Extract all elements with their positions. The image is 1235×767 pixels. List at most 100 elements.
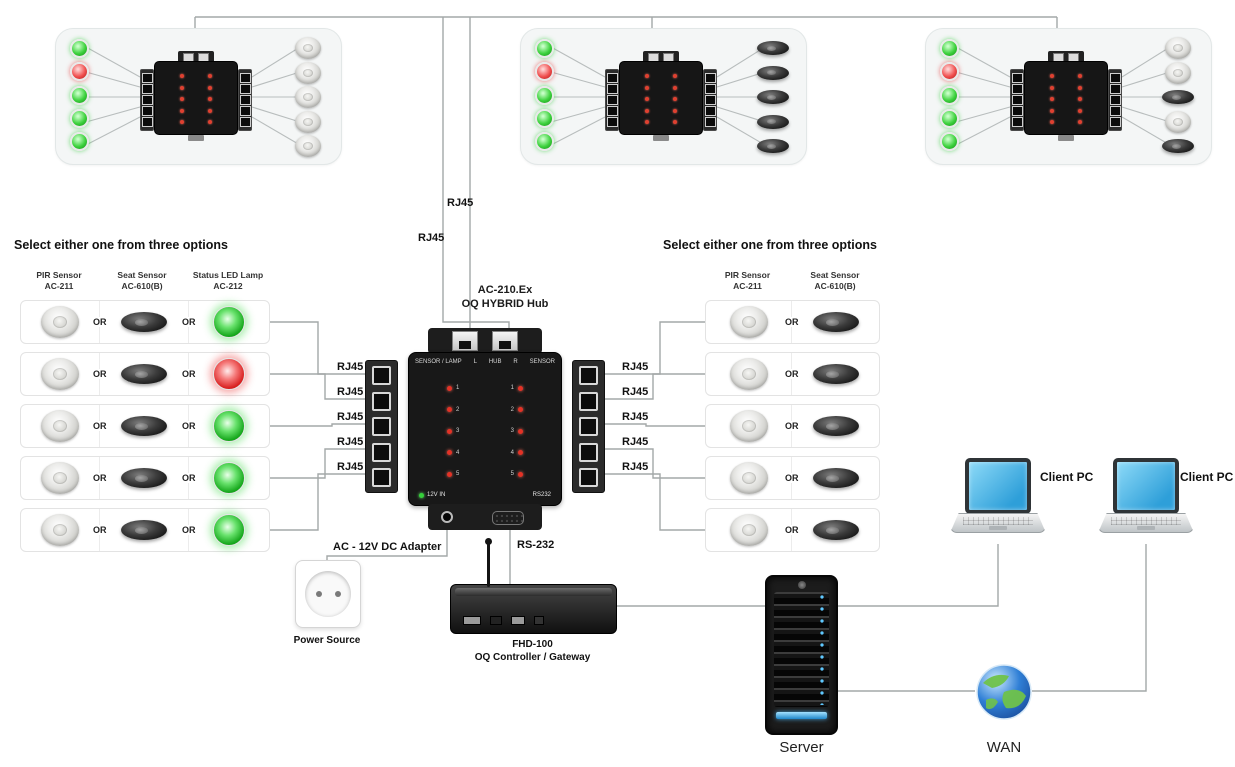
right-option-row: OR bbox=[705, 352, 880, 396]
seat-sensor-icon bbox=[812, 416, 859, 436]
server-label: Server bbox=[779, 739, 824, 756]
status-led bbox=[535, 132, 554, 151]
rj45-port-icon bbox=[492, 331, 518, 351]
hub-channel-leds-left: 1 2 3 4 5 bbox=[447, 385, 459, 477]
status-led bbox=[535, 62, 554, 82]
pir-sensor-icon bbox=[729, 306, 768, 338]
rj45-label: RJ45 bbox=[622, 386, 649, 398]
rj45-port-icon bbox=[452, 331, 478, 351]
rj45-jack bbox=[372, 468, 391, 487]
laptop-keyboard bbox=[950, 513, 1046, 533]
seat-sensor-icon bbox=[812, 364, 859, 384]
or-label: OR bbox=[180, 525, 198, 535]
right-option-row: OR bbox=[705, 404, 880, 448]
laptop-screen bbox=[1113, 458, 1179, 514]
led-dot bbox=[518, 407, 523, 412]
rj45-jack bbox=[579, 468, 598, 487]
seat-sensor-icon bbox=[121, 416, 167, 436]
pir-sensor-icon bbox=[729, 462, 768, 494]
client-pc-label: Client PC bbox=[1180, 470, 1234, 484]
led-dot bbox=[447, 428, 452, 434]
hub-device-icon bbox=[1010, 51, 1122, 141]
rj45-strip bbox=[140, 69, 154, 131]
sensor-icon bbox=[295, 37, 321, 59]
panel-wiring bbox=[85, 46, 301, 146]
status-led bbox=[940, 39, 959, 58]
server-icon bbox=[765, 575, 838, 735]
rj45-jack bbox=[579, 366, 598, 385]
rj45-jack bbox=[372, 417, 391, 436]
sensor-icon bbox=[295, 61, 321, 84]
led-dot bbox=[518, 428, 523, 434]
or-label: OR bbox=[91, 421, 109, 431]
or-label: OR bbox=[783, 369, 801, 379]
or-label: OR bbox=[91, 317, 109, 327]
sensor-icon bbox=[1162, 139, 1194, 153]
status-led bbox=[535, 108, 554, 128]
pir-sensor-icon bbox=[729, 514, 768, 546]
hub-channel-leds-right: 1 2 3 4 5 bbox=[511, 385, 523, 477]
power-source-label: Power Source bbox=[293, 635, 361, 646]
or-label: OR bbox=[91, 369, 109, 379]
panel-sensor-column bbox=[755, 36, 791, 158]
server-leds bbox=[820, 594, 824, 705]
left-option-row: OR OR bbox=[20, 456, 270, 500]
seat-sensor-icon bbox=[121, 364, 167, 384]
room-panel-3 bbox=[925, 28, 1212, 165]
or-label: OR bbox=[180, 473, 198, 483]
pir-sensor-icon bbox=[729, 410, 768, 442]
rj45-label: RJ45 bbox=[622, 411, 649, 423]
or-label: OR bbox=[180, 421, 198, 431]
rj45-jack bbox=[579, 442, 598, 462]
led-dots bbox=[208, 74, 213, 124]
server-emblem bbox=[797, 581, 806, 589]
sensor-icon bbox=[295, 110, 321, 133]
hub-left-jack-strip bbox=[365, 360, 398, 493]
led-dots bbox=[644, 74, 649, 124]
adapter-label: AC - 12V DC Adapter bbox=[333, 541, 442, 553]
panel-led-column bbox=[940, 39, 959, 151]
rj45-strip bbox=[1108, 69, 1122, 131]
seat-sensor-icon bbox=[812, 312, 859, 332]
client-pc-icon bbox=[1098, 458, 1194, 544]
wan-label: WAN bbox=[986, 739, 1022, 756]
led-dots bbox=[1078, 74, 1083, 124]
rj45-label: RJ45 bbox=[622, 361, 649, 373]
status-led-lamp-icon bbox=[213, 410, 245, 442]
rj45-strip bbox=[238, 69, 252, 131]
rj45-label: RJ45 bbox=[337, 386, 364, 398]
rj45-strip bbox=[703, 69, 717, 131]
sensor-icon bbox=[757, 65, 789, 80]
seat-sensor-icon bbox=[812, 520, 859, 540]
room-panel-1 bbox=[55, 28, 342, 165]
or-label: OR bbox=[783, 473, 801, 483]
status-led bbox=[940, 85, 959, 105]
status-led-lamp-icon bbox=[213, 514, 245, 546]
rj45-jack bbox=[579, 417, 598, 436]
rj45-label: RJ45 bbox=[418, 232, 445, 244]
rj45-jack bbox=[579, 391, 598, 411]
or-label: OR bbox=[91, 473, 109, 483]
seat-sensor-icon bbox=[121, 520, 167, 540]
gateway-ports bbox=[463, 616, 544, 625]
panel-led-column bbox=[70, 39, 89, 151]
room-panel-2 bbox=[520, 28, 807, 165]
server-ribs bbox=[774, 592, 829, 707]
status-led-lamp-icon bbox=[213, 462, 245, 494]
or-label: OR bbox=[180, 369, 198, 379]
led-dots bbox=[1049, 74, 1054, 124]
pir-sensor-icon bbox=[41, 462, 79, 494]
power-led bbox=[419, 492, 424, 498]
pir-sensor-icon bbox=[41, 306, 79, 338]
sensor-icon bbox=[757, 90, 789, 104]
rj45-strip bbox=[1010, 69, 1024, 131]
or-label: OR bbox=[783, 525, 801, 535]
status-led bbox=[70, 108, 89, 128]
led-dots bbox=[179, 74, 184, 124]
gateway-label: FHD-100 OQ Controller / Gateway bbox=[474, 639, 591, 663]
hub-title: AC-210.Ex OQ HYBRID Hub bbox=[461, 284, 549, 310]
